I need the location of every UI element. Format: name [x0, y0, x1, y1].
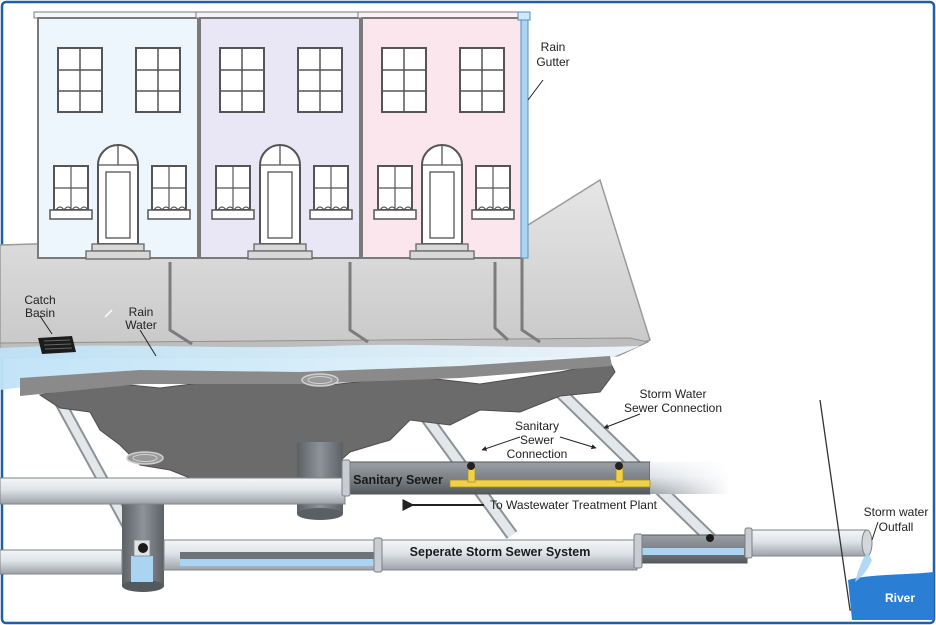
svg-text:Sewer Connection: Sewer Connection: [624, 401, 722, 415]
svg-text:Catch: Catch: [24, 293, 55, 307]
svg-text:Connection: Connection: [507, 447, 568, 461]
label-sanitary-sewer: Sanitary Sewer: [353, 473, 443, 487]
svg-text:Outfall: Outfall: [879, 520, 914, 534]
label-rain-water: Rain Water: [125, 305, 157, 332]
svg-text:Sewer: Sewer: [520, 433, 554, 447]
svg-text:Sanitary: Sanitary: [515, 419, 559, 433]
label-river: River: [885, 591, 915, 605]
svg-text:Rain: Rain: [129, 305, 154, 319]
rain-gutter-downspout: [520, 13, 529, 259]
label-to-wastewater: To Wastewater Treatment Plant: [490, 498, 658, 512]
house-laterals: [168, 258, 541, 346]
label-sanitary-sewer-connection: Sanitary Sewer Connection: [507, 419, 568, 461]
svg-text:Storm Water: Storm Water: [640, 387, 707, 401]
svg-text:Water: Water: [125, 318, 157, 332]
storm-sewer-pipe: [0, 527, 873, 575]
label-storm-water-sewer-connection: Storm Water Sewer Connection: [624, 387, 722, 415]
sanitary-connection-risers: [467, 462, 624, 483]
svg-text:Gutter: Gutter: [536, 55, 569, 69]
sanitary-sewer-pipe: [0, 459, 730, 505]
row-houses: [33, 11, 527, 260]
svg-text:Rain: Rain: [541, 40, 566, 54]
sanitary-flow: [449, 479, 651, 488]
svg-text:Basin: Basin: [25, 306, 55, 320]
pointer-lines: [39, 79, 879, 541]
label-storm-sewer-system: Seperate Storm Sewer System: [410, 545, 591, 559]
label-rain-gutter: Rain Gutter: [536, 40, 569, 69]
catch-basin-grate: [38, 336, 76, 354]
svg-text:Storm water: Storm water: [864, 505, 929, 519]
manhole-covers: [126, 373, 339, 465]
label-catch-basin: Catch Basin: [24, 293, 55, 320]
river: [848, 572, 934, 620]
outfall-splash: [855, 552, 872, 582]
surface-rain-water: [0, 344, 640, 390]
label-storm-water-outfall: Storm water Outfall: [864, 505, 929, 534]
